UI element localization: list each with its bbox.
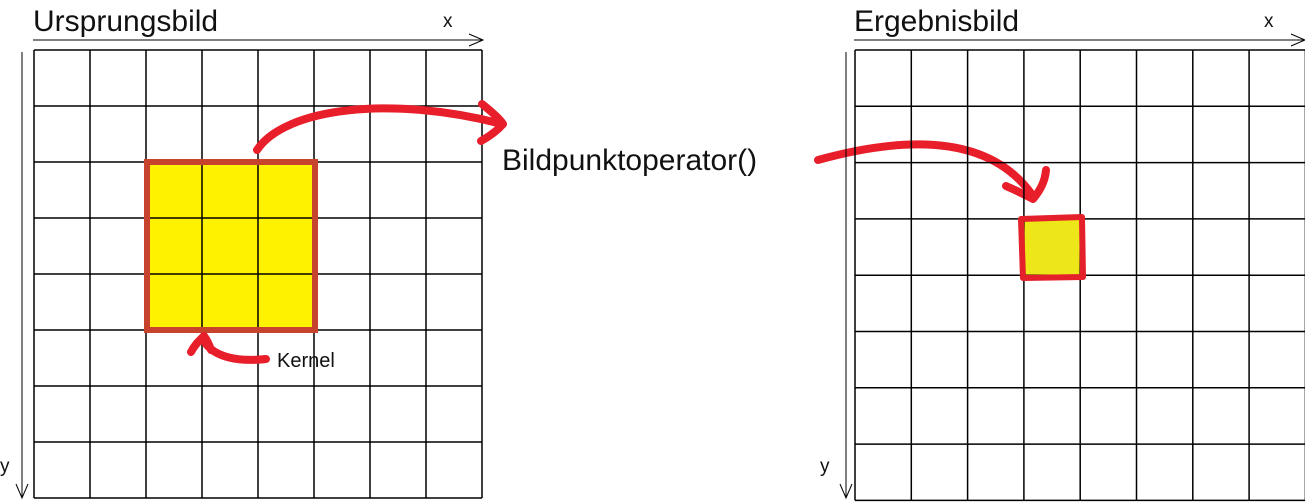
source-panel: Ursprungsbild x y Kernel — [0, 5, 485, 500]
operator-to-result-arrow — [814, 140, 1050, 203]
source-y-axis-label: y — [0, 456, 10, 477]
kernel-to-operator-arrow — [253, 100, 507, 154]
result-x-axis-label: x — [1264, 11, 1274, 32]
result-y-axis-label: y — [820, 456, 830, 477]
operator-group: Bildpunktoperator() — [253, 100, 1050, 203]
kernel-border — [144, 159, 318, 333]
result-pixel-highlight — [1022, 218, 1082, 276]
result-title: Ergebnisbild — [854, 5, 1019, 38]
source-y-axis — [15, 52, 29, 500]
source-grid — [33, 49, 483, 499]
result-y-axis — [839, 52, 853, 500]
result-pixel-border — [1018, 214, 1086, 281]
result-panel: Ergebnisbild x y — [820, 5, 1305, 502]
kernel-highlight — [147, 162, 315, 330]
source-x-axis — [33, 33, 485, 47]
kernel-pointer-arrow — [187, 332, 270, 364]
source-x-axis-label: x — [443, 11, 453, 32]
kernel-label: Kernel — [277, 350, 335, 372]
operator-label: Bildpunktoperator() — [502, 144, 757, 177]
source-title: Ursprungsbild — [33, 5, 218, 38]
result-x-axis — [854, 33, 1305, 47]
